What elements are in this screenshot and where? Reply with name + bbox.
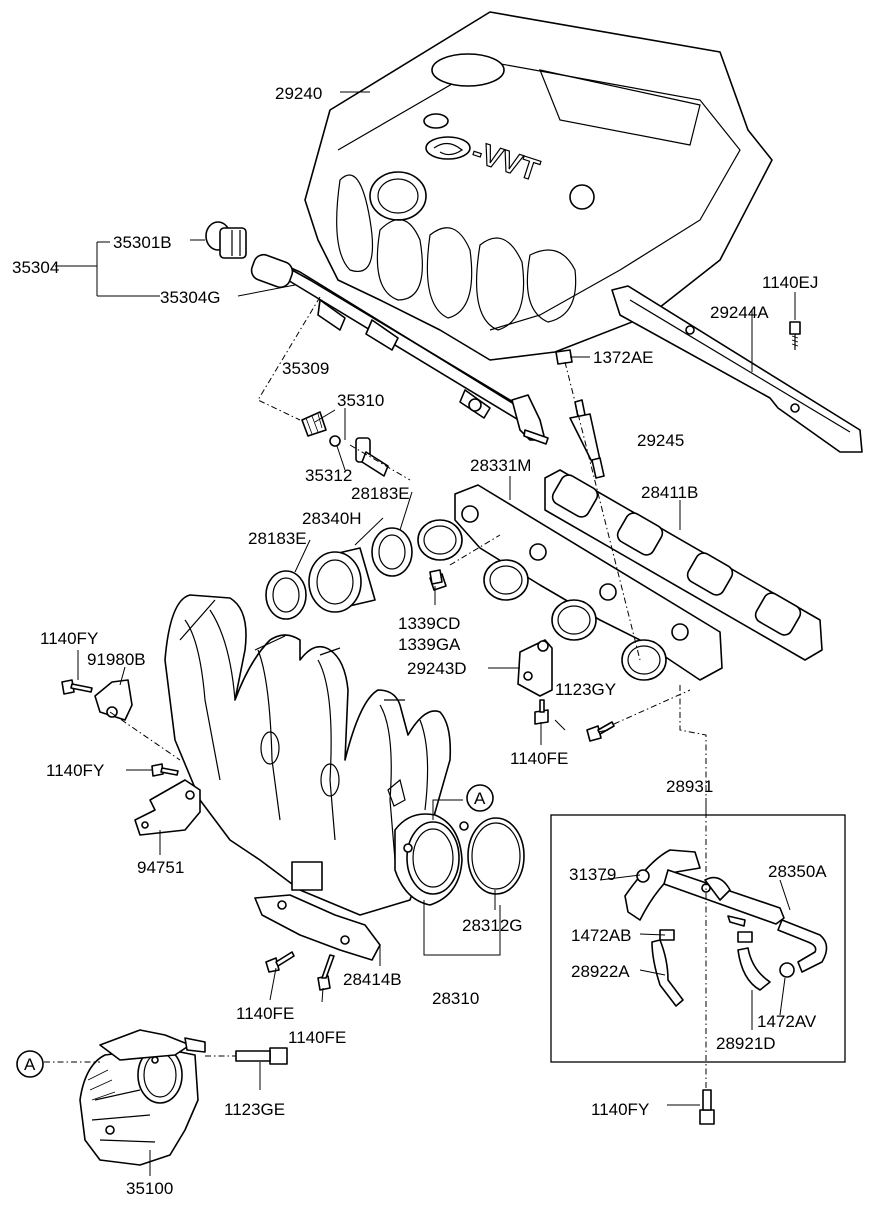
label-35312: 35312 — [305, 466, 352, 485]
bracket-stud — [555, 349, 605, 479]
label-35304: 35304 — [12, 258, 59, 277]
label-35309: 35309 — [282, 359, 329, 378]
label-28340H: 28340H — [302, 509, 362, 528]
label-28931: 28931 — [666, 777, 713, 796]
label-A-1: A — [474, 789, 486, 808]
label-28331M: 28331M — [470, 456, 531, 475]
label-29244A: 29244A — [710, 303, 769, 322]
label-35100: 35100 — [126, 1179, 173, 1198]
label-35310: 35310 — [337, 391, 384, 410]
label-1140FE-3: 1140FE — [288, 1028, 346, 1047]
label-1140FY-3: 1140FY — [591, 1100, 649, 1119]
label-29243D: 29243D — [407, 659, 467, 678]
throttle-flange — [387, 778, 525, 906]
part-labels: 29240 35301B 35304 35304G 1140EJ 29244A … — [12, 84, 827, 1198]
label-91980B: 91980B — [87, 650, 146, 669]
fuel-injector — [301, 411, 389, 477]
label-28414B: 28414B — [343, 970, 402, 989]
label-35304G: 35304G — [160, 288, 221, 307]
label-28921D: 28921D — [716, 1034, 776, 1053]
label-28310: 28310 — [432, 989, 479, 1008]
label-1140FE-1: 1140FE — [510, 749, 568, 768]
label-1140FE-2: 1140FE — [236, 1004, 294, 1023]
label-1123GY: 1123GY — [555, 680, 616, 699]
label-A-2: A — [24, 1055, 36, 1074]
label-1472AV: 1472AV — [757, 1012, 817, 1031]
label-28183E-top: 28183E — [351, 484, 410, 503]
manifold-lower — [417, 484, 723, 681]
intake-gasket — [544, 469, 823, 661]
bracket-94751 — [134, 779, 201, 836]
label-31379: 31379 — [569, 865, 616, 884]
label-29240: 29240 — [275, 84, 322, 103]
label-35301B: 35301B — [113, 233, 172, 252]
label-28312G: 28312G — [462, 916, 523, 935]
engine-cover: -VVT — [304, 11, 773, 361]
label-1140FY-1: 1140FY — [40, 629, 98, 648]
label-28411B: 28411B — [641, 483, 698, 502]
label-1123GE: 1123GE — [224, 1100, 285, 1119]
fuel-rail — [250, 253, 549, 445]
label-1339CD: 1339CD — [398, 614, 460, 633]
label-1339GA: 1339GA — [398, 635, 461, 654]
throttle-body — [79, 1029, 206, 1166]
pressure-regulator — [205, 221, 247, 259]
label-94751: 94751 — [137, 858, 184, 877]
bolts — [61, 569, 715, 1125]
label-28183E-left: 28183E — [248, 529, 307, 548]
label-1372AE: 1372AE — [593, 348, 654, 367]
label-1140EJ: 1140EJ — [762, 273, 818, 292]
manifold-stay — [254, 894, 381, 961]
leader-lines — [16, 91, 796, 1176]
label-1140FY-2: 1140FY — [46, 761, 104, 780]
pcv-inset — [550, 814, 846, 1063]
intake-manifold — [164, 594, 452, 916]
hose-rings — [265, 527, 413, 620]
label-28922A: 28922A — [571, 962, 630, 981]
manifold-bracket — [517, 639, 553, 697]
label-29245: 29245 — [637, 431, 684, 450]
bracket-91980 — [94, 679, 133, 721]
label-1472AB: 1472AB — [571, 926, 632, 945]
label-28350A: 28350A — [768, 862, 827, 881]
cover-bracket — [611, 285, 863, 453]
